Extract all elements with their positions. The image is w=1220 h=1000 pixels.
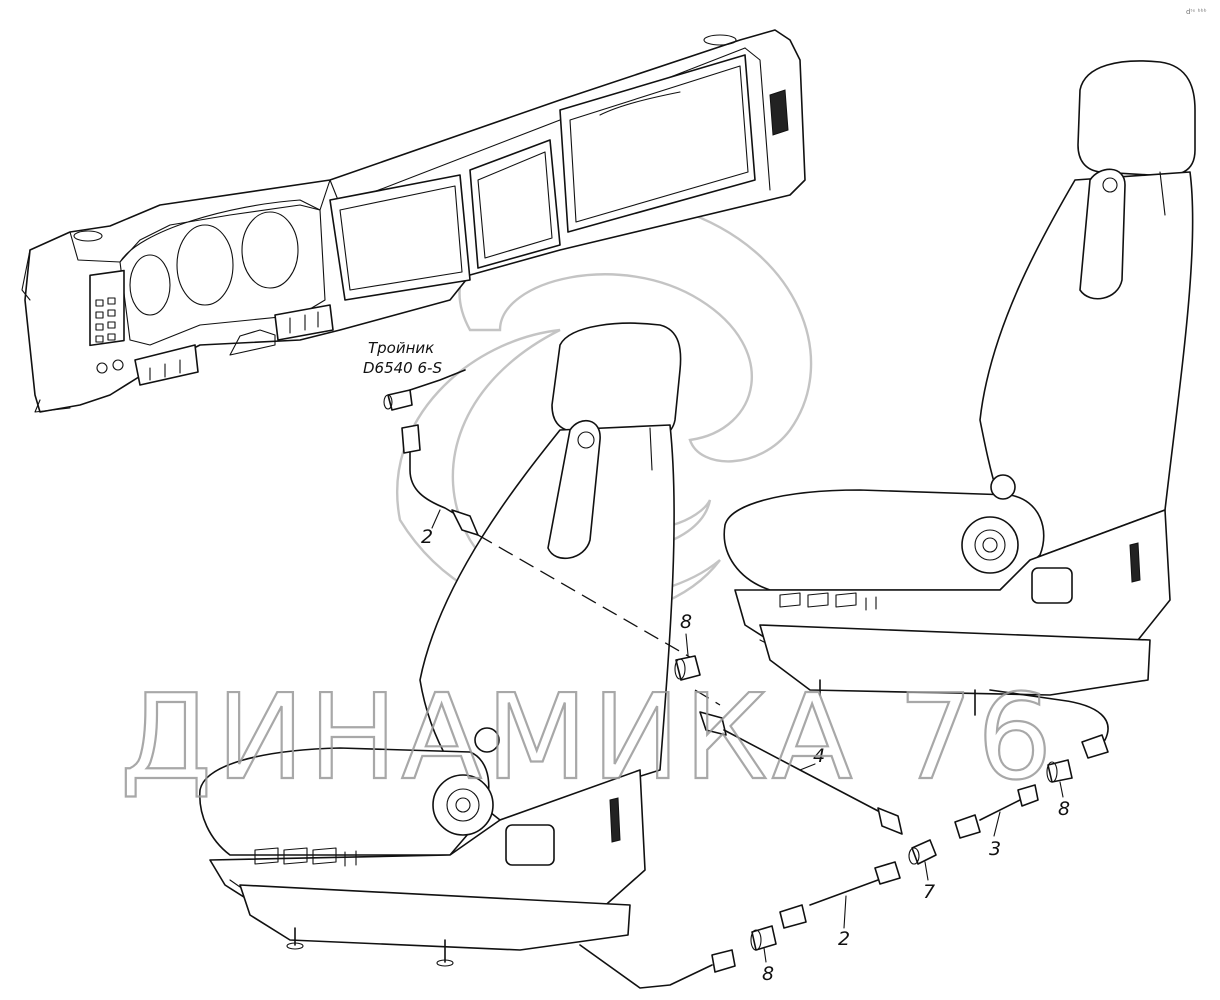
callout-tube-left: 2	[421, 526, 433, 548]
callouts: 2 8 4 8 3 7 2 8	[421, 509, 1070, 985]
callout-fitting-bottom: 8	[762, 963, 774, 985]
callout-tube-long: 4	[813, 745, 825, 767]
callout-union: 7	[923, 881, 935, 903]
air-lines	[383, 369, 1109, 989]
callout-fitting-right: 8	[1058, 798, 1070, 820]
keypad-buttons	[95, 297, 116, 343]
callout-tube-bottom: 2	[838, 928, 850, 950]
tee-label-name: Тройник	[368, 339, 434, 357]
seat-right	[723, 60, 1196, 716]
watermark-text: ДИНАМИКА 76	[120, 668, 1056, 806]
callout-tube-right: 3	[989, 838, 1001, 860]
dashboard-panel	[21, 29, 806, 413]
tee-label-part-number: D6540 6-S	[363, 359, 442, 377]
tee-label: Тройник D6540 6-S	[363, 339, 442, 377]
callout-fitting-center: 8	[680, 611, 692, 633]
corner-mark: dᵗᵉ ᵇᵇᵇ	[1186, 8, 1207, 16]
seat-left	[199, 322, 682, 967]
